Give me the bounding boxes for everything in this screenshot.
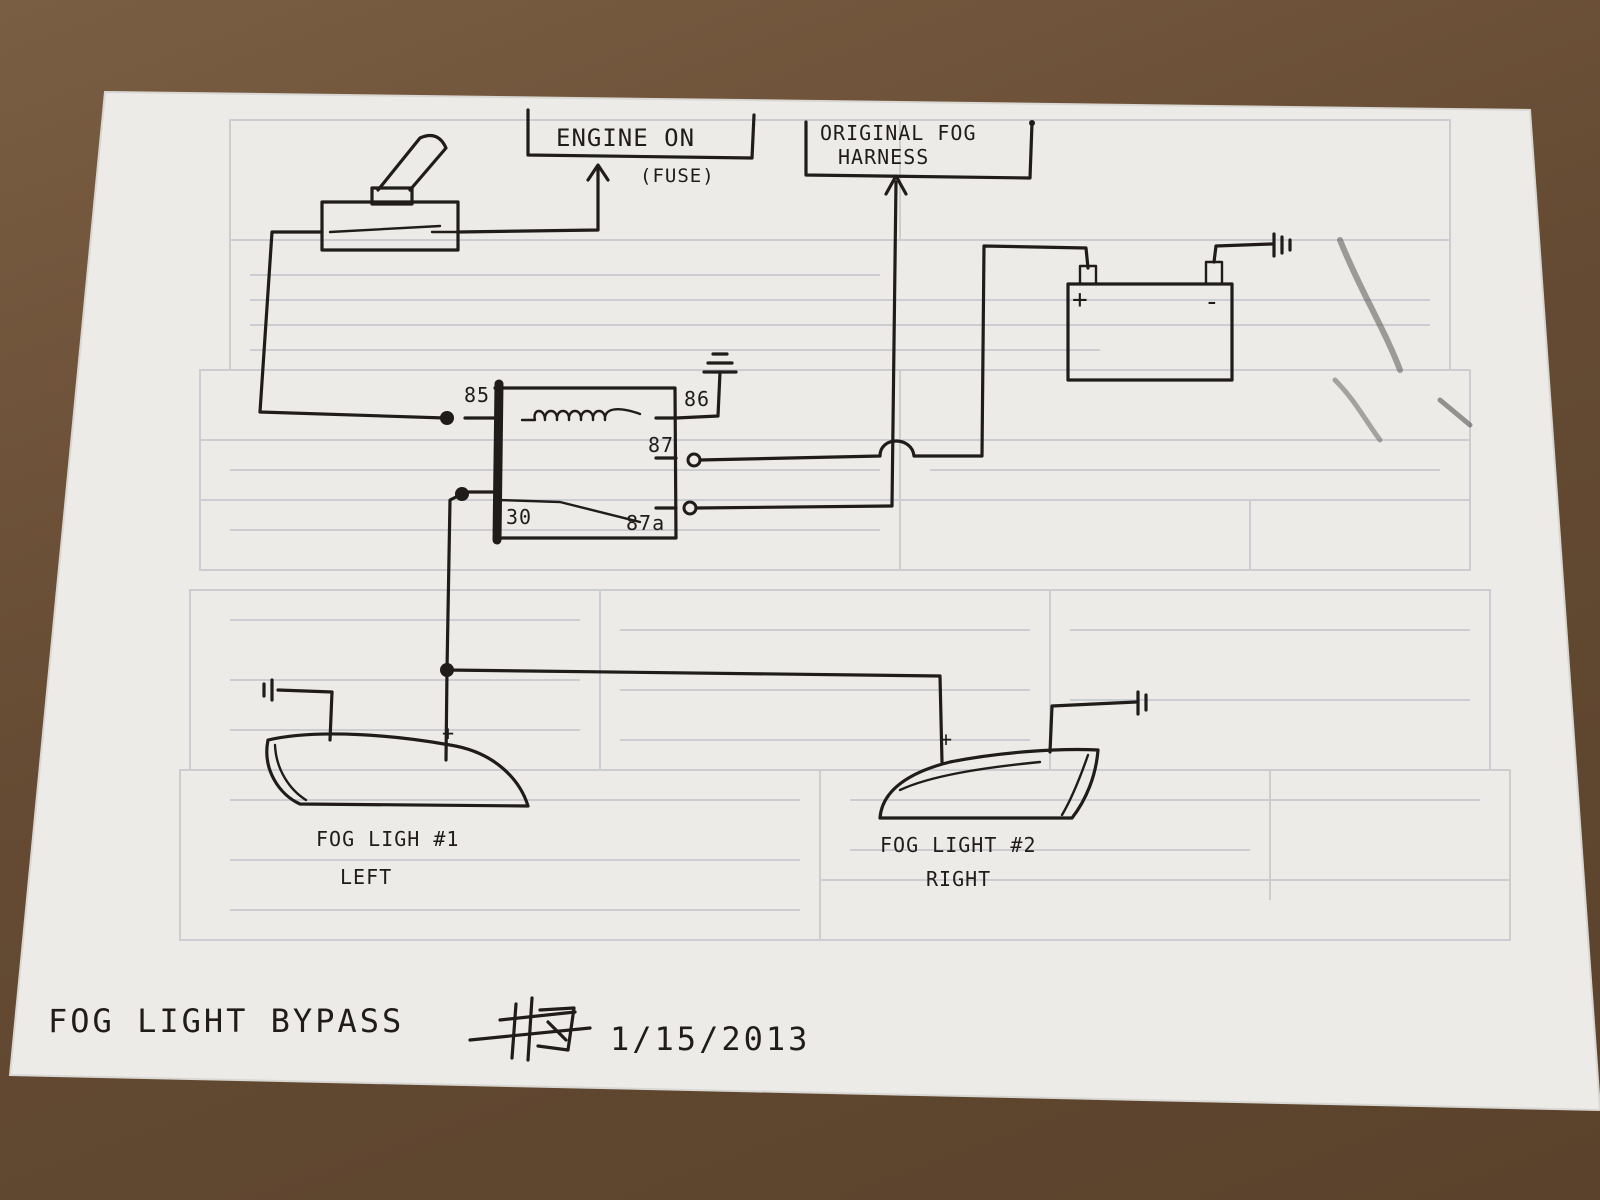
wire-to-fog-light-2	[445, 668, 944, 764]
fog-light-1-label: FOG LIGH #1	[316, 827, 459, 851]
relay-pin-86: 86	[684, 387, 710, 411]
fuse-label: (FUSE)	[640, 165, 715, 187]
relay-pin-87a: 87a	[626, 511, 665, 535]
relay-pin-30: 30	[506, 505, 532, 529]
battery-minus-label: -	[1204, 287, 1221, 317]
relay-coil	[520, 408, 642, 422]
diagram-title: FOG LIGHT BYPASS	[48, 1002, 404, 1040]
terminal-87	[686, 452, 702, 468]
battery: + -	[1066, 232, 1292, 382]
pencil-smudge	[1332, 237, 1473, 443]
fog-light-1-position: LEFT	[340, 865, 392, 889]
engine-on-label: ENGINE ON	[556, 124, 695, 152]
fog-light-1: + FOG LIGH #1 LEFT	[262, 678, 530, 889]
battery-plus-label: +	[1072, 285, 1089, 315]
engine-on-fuse-source: ENGINE ON (FUSE)	[526, 108, 756, 187]
fog-light-2: + FOG LIGHT #2 RIGHT	[878, 690, 1148, 891]
handwritten-signature	[468, 996, 592, 1062]
fog-light-2-position: RIGHT	[926, 867, 991, 891]
fog-light-2-label: FOG LIGHT #2	[880, 833, 1037, 857]
diagram-date: 1/15/2013	[610, 1020, 810, 1058]
paper-sheet	[8, 90, 1600, 1112]
fog-light-1-plus: +	[442, 721, 455, 745]
wire-switch-to-relay-85	[258, 230, 447, 420]
wire-30-to-fog-lights	[444, 492, 464, 762]
harness-label-line2: HARNESS	[838, 145, 929, 169]
terminal-85	[440, 411, 454, 425]
relay-86-ground	[674, 352, 738, 420]
fog-light-2-plus: +	[940, 727, 953, 751]
bleed-through-form	[179, 119, 1511, 941]
wire-87a-to-harness	[694, 180, 898, 510]
wire-87-to-battery	[698, 244, 1090, 462]
harness-label-line1: ORIGINAL FOG	[820, 121, 977, 145]
relay-pin-87: 87	[648, 433, 674, 457]
terminal-87a	[682, 500, 698, 516]
relay-thick-edge	[492, 379, 504, 545]
wire-switch-to-fuse	[456, 163, 610, 234]
relay: 85 86 87 30 87a	[463, 379, 710, 545]
relay-pin-85: 85	[464, 383, 490, 407]
toggle-switch	[320, 134, 460, 252]
original-fog-harness: ORIGINAL FOG HARNESS	[804, 120, 1035, 180]
relay-contact	[496, 498, 642, 524]
